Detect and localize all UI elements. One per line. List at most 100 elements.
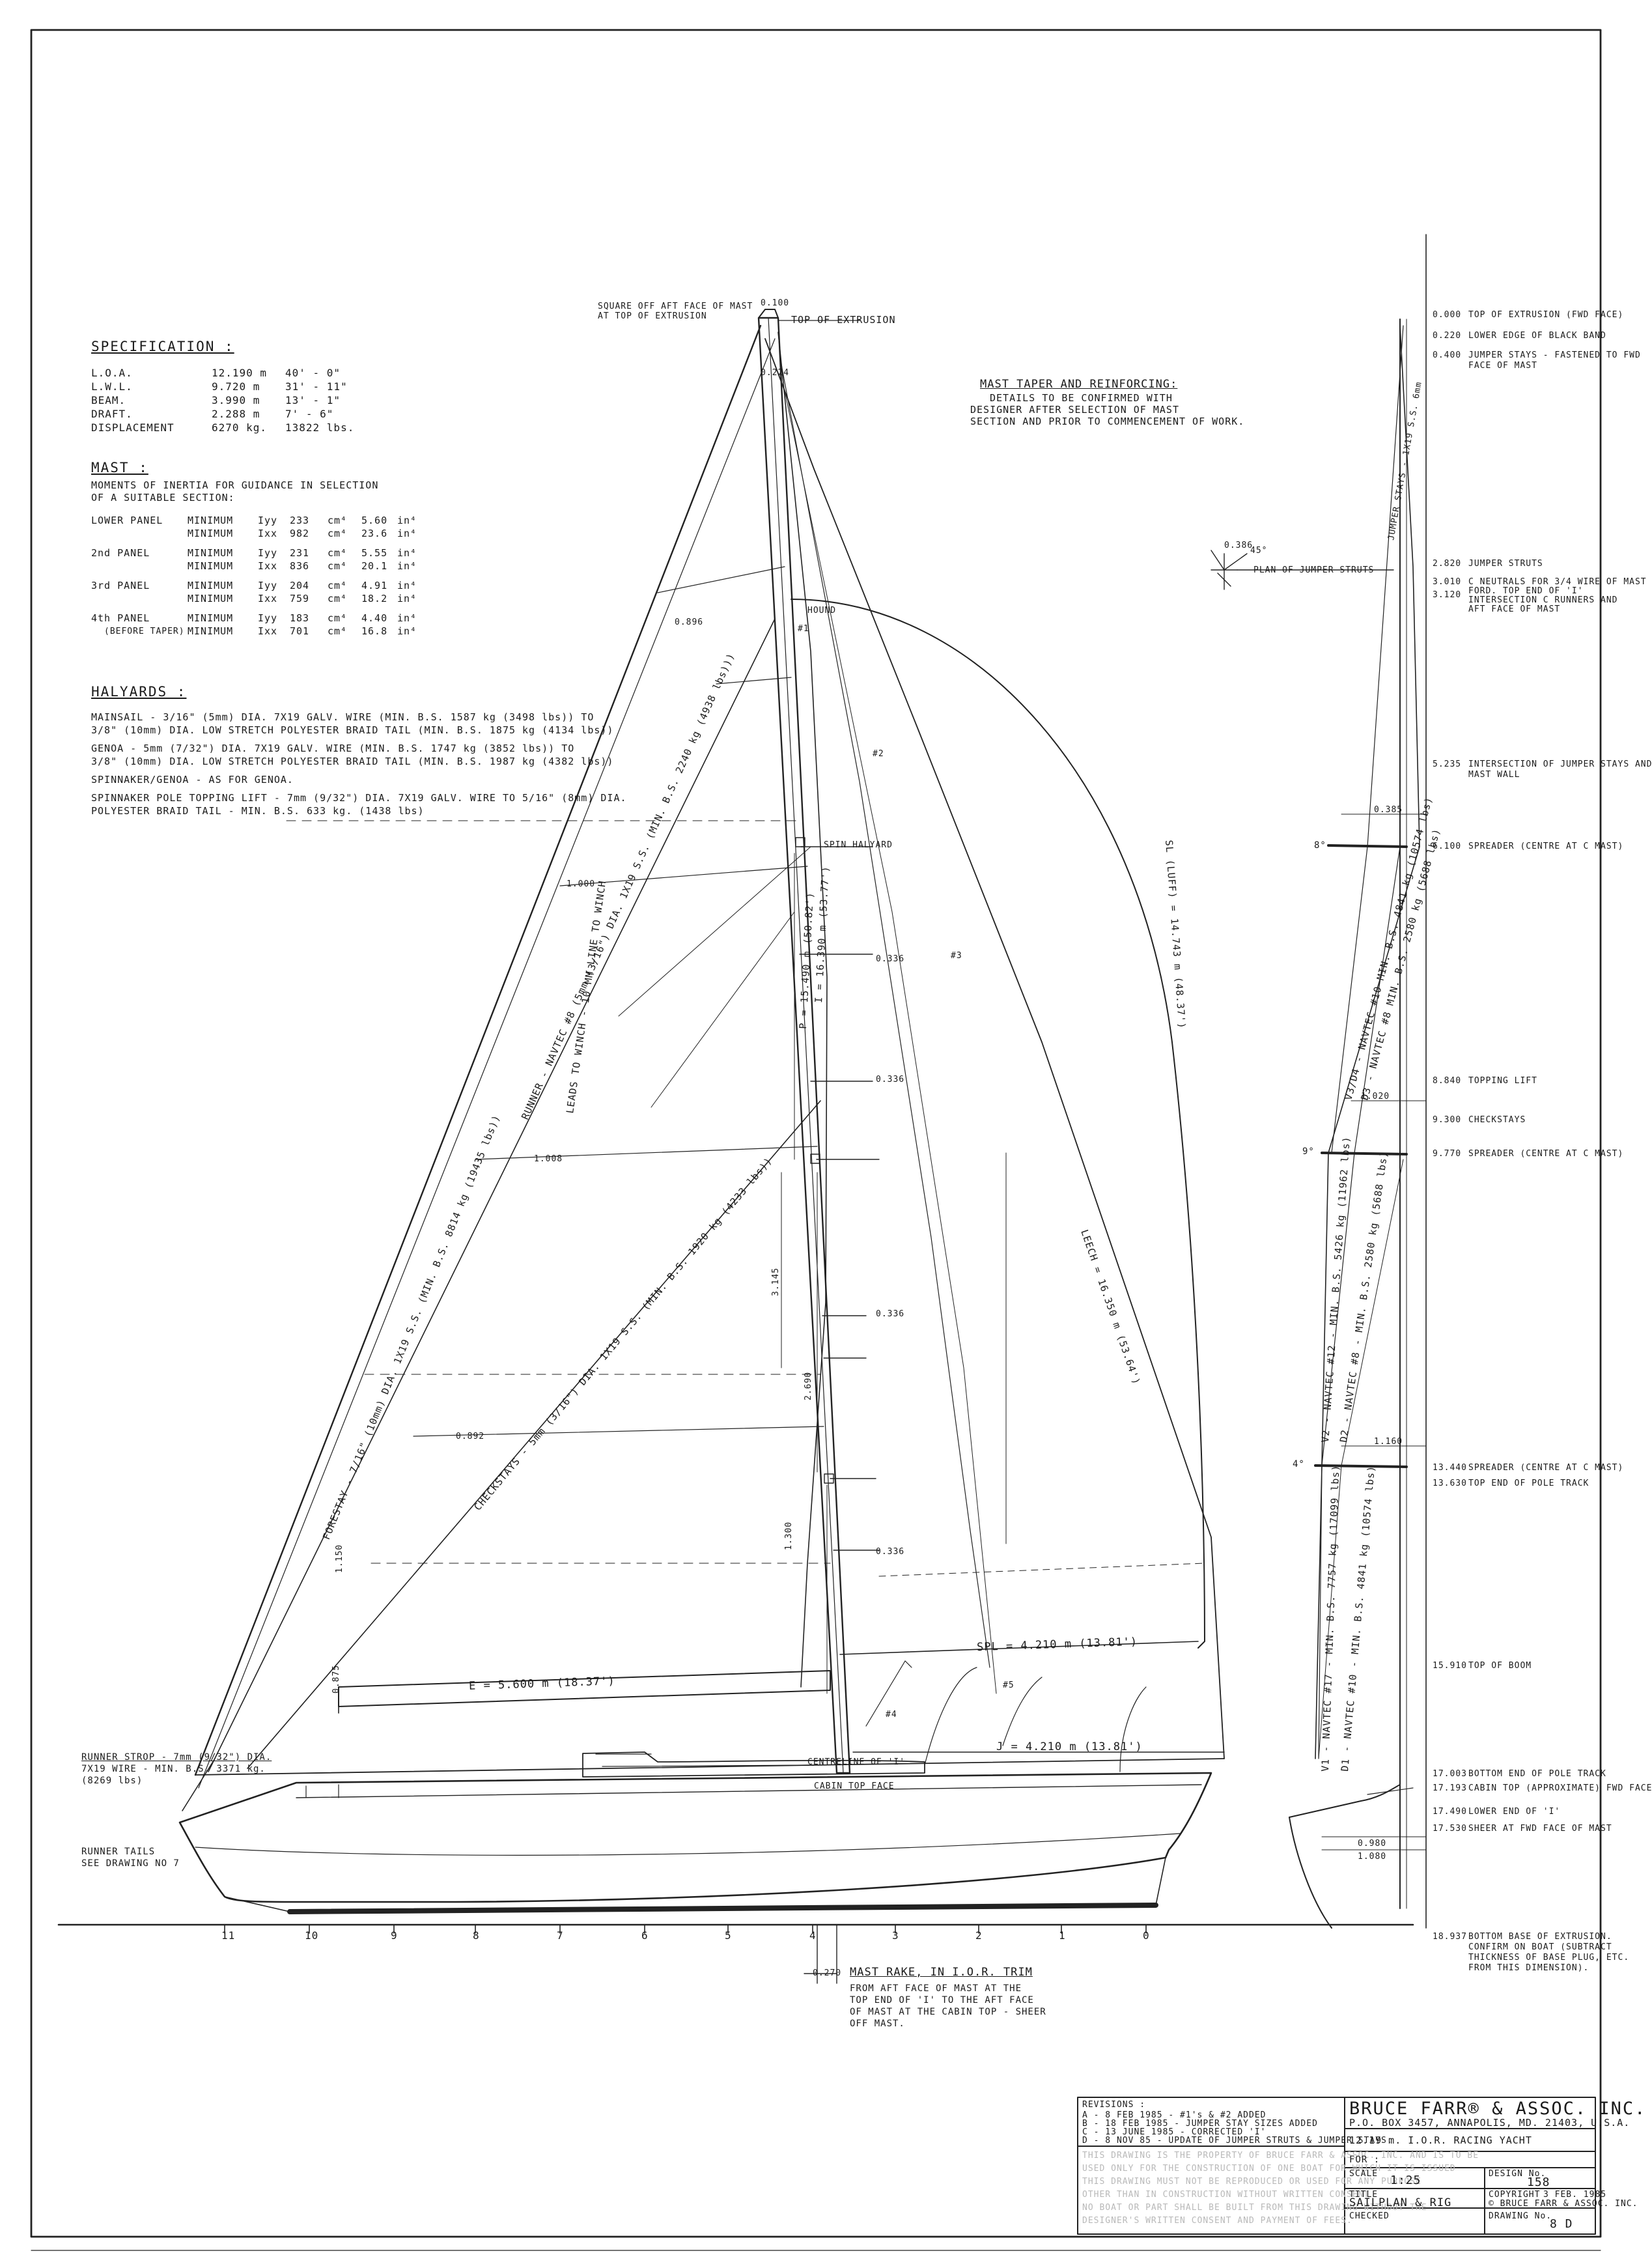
rig-note: BOTTOM BASE OF EXTRUSION. [1468,1932,1612,1942]
top-of-extrusion-label: TOP OF EXTRUSION [791,314,896,326]
specification-heading: SPECIFICATION : [91,339,234,354]
rig-note: FORD. TOP END OF 'I' [1468,586,1584,596]
station-number: 0 [1143,1929,1150,1942]
station-number: 3 [892,1929,899,1942]
mast-unit: cm⁴ [328,612,348,624]
mast-unit: cm⁴ [328,580,348,591]
halyard-line: SPINNAKER/GENOA - AS FOR GENOA. [91,774,294,786]
dim-1150: 1.150 [335,1544,344,1573]
rig-note: FACE OF MAST [1468,361,1537,371]
mast-intro: OF A SUITABLE SECTION: [91,492,235,503]
sheer-line [296,1784,1202,1798]
halyard-line: POLYESTER BRAID TAIL - MIN. B.S. 633 kg.… [91,805,425,817]
rig-height: 13.630 [1433,1479,1467,1488]
revision-entry: C - 13 JUNE 1985 - CORRECTED 'I' [1082,2127,1267,2137]
mast-axis: Ixx [258,528,278,539]
cockpit [305,1784,339,1798]
shroud-d1: D1 - NAVTEC #10 - MIN. B.S. 4841 kg (105… [1339,1465,1377,1772]
genoa-leech [764,338,1225,1759]
checked-label: CHECKED [1349,2211,1390,2221]
for-label: FOR : [1349,2155,1380,2165]
dim-1300: 1.300 [784,1522,794,1550]
mast-rake-dim: 0.270 [813,1968,842,1978]
mast-unit: cm⁴ [328,625,348,637]
mast-imp: 5.60 [361,515,388,526]
jib-foot [195,1758,1225,1776]
title-label: TITLE [1349,2190,1379,2200]
mast-axis: Iyy [258,580,278,591]
shroud-v1: V1 - NAVTEC #17 - MIN. B.S. 7757 kg (170… [1319,1464,1341,1772]
mast-taper-heading: MAST TAPER AND REINFORCING: [980,378,1178,391]
rig-note: SHEER AT FWD FACE OF MAST [1468,1824,1612,1834]
dim-3145: 3.145 [771,1268,781,1296]
spec-label: DRAFT. [91,408,133,420]
station-number: 11 [221,1929,236,1942]
scale-label: SCALE [1349,2169,1379,2179]
rig-height: 8.840 [1433,1076,1462,1086]
station-number: 8 [473,1929,480,1942]
rig-note: LOWER END OF 'I' [1468,1807,1561,1817]
drawing-title: SAILPLAN & RIG [1349,2196,1452,2209]
drawing-number: 8 D [1550,2217,1573,2231]
halyards-heading: HALYARDS : [91,684,187,700]
station-number: 10 [305,1929,319,1942]
rig-height: 17.490 [1433,1807,1467,1817]
spreader-angle: 8° [1314,840,1326,851]
masthead-dim-top: 0.100 [761,298,790,308]
mast-req: MINIMUM [188,593,234,604]
i-dimension: I = 16.390 m (53.77') [813,866,832,1003]
mast-axis: Ixx [258,593,278,604]
rig-height: 0.400 [1433,350,1462,360]
checkstay [247,1100,821,1769]
halyard-line: 3/8" (10mm) DIA. LOW STRETCH POLYESTER B… [91,756,614,767]
rig-note: FROM THIS DIMENSION). [1468,1963,1589,1973]
rig-height: 17.193 [1433,1783,1467,1793]
forestay-label: FORESTAY - 7/16" (10mm) DIA. 1X19 S.S. (… [320,1113,503,1542]
jumper-plan-callout [1211,550,1394,590]
keel-band-outline [224,1857,1166,1912]
mast-imp: 4.40 [361,612,388,624]
spec-metric: 12.190 m [212,367,268,379]
runner-strop-note: RUNNER STROP - 7mm (9/32") DIA. [81,1752,272,1763]
mast-req: MINIMUM [188,612,234,624]
spec-metric: 6270 kg. [212,421,268,434]
copyright-label: COPYRIGHT [1489,2190,1541,2200]
mast-imp-unit: in⁴ [397,515,417,526]
rig-note: JUMPER STRUTS [1468,559,1543,569]
masthead-crane [758,309,779,319]
rig-note: JUMPER STAYS - FASTENED TO FWD [1468,350,1641,360]
firm-address: P.O. BOX 3457, ANNAPOLIS, MD. 21403, U.S… [1349,2117,1631,2129]
dim-0336: 0.336 [876,954,905,964]
p-dimension: P = 15.490 m (50.82') [797,892,816,1029]
spec-label: L.W.L. [91,380,133,393]
runner-tails-note: RUNNER TAILS [81,1847,156,1857]
rig-note: CONFIRM ON BOAT (SUBTRACT [1468,1942,1612,1952]
firm-name: BRUCE FARR® & ASSOC. INC. [1349,2099,1647,2119]
mast-imp-unit: in⁴ [397,625,417,637]
mast-panel: 2nd PANEL [91,547,150,559]
rig-dim-1020: 1.020 [1361,1092,1390,1101]
scale-value: 1:25 [1390,2174,1421,2187]
copyright-notice: THIS DRAWING MUST NOT BE REPRODUCED OR U… [1082,2177,1421,2187]
mast-imp-unit: in⁴ [397,528,417,539]
spec-label: BEAM. [91,394,126,406]
rig-note: CABIN TOP (APPROXIMATE) FWD FACE [1468,1783,1652,1793]
copyright-notice: DESIGNER'S WRITTEN CONSENT AND PAYMENT O… [1082,2216,1352,2226]
spec-imperial: 13822 lbs. [285,421,355,434]
mast-axis: Iyy [258,547,278,559]
station-number: 5 [725,1929,732,1942]
j-label: J = 4.210 m (13.81') [996,1740,1143,1753]
mast-req: MINIMUM [188,528,234,539]
station-number: 6 [641,1929,649,1942]
forestay-inner [198,338,776,1789]
mast-panel: 3rd PANEL [91,580,150,591]
rig-note: C NEUTRALS FOR 3/4 WIRE OF MAST [1468,577,1647,587]
mast-heading: MAST : [91,460,148,475]
runner-strop [182,1758,216,1811]
mast-val: 204 [290,580,310,591]
shroud-v3: V3/D4 - NAVTEC #10 MIN. B.S. 4841 kg (10… [1342,795,1435,1101]
dim-0336: 0.336 [876,1547,905,1557]
spreader-5: #5 [1003,1680,1015,1690]
mast-unit: cm⁴ [328,560,348,572]
rig-dim-0980: 0.980 [1358,1839,1387,1849]
